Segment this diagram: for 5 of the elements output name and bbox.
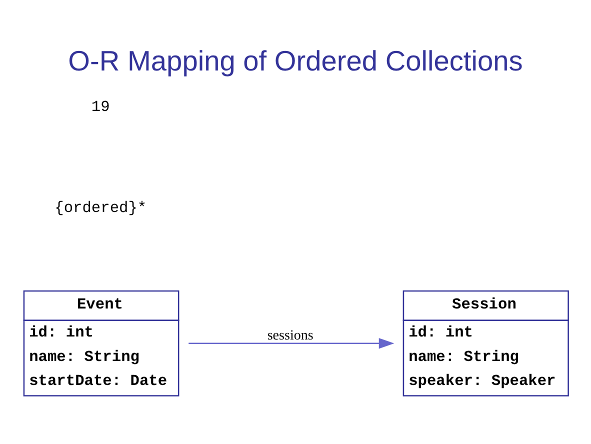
arrow [188, 338, 394, 349]
label: {ordered}* [54, 198, 147, 217]
edge-label: sessions [267, 327, 314, 344]
label: 19 [91, 98, 110, 116]
diagram-title: O-R Mapping of Ordered Collections [68, 46, 523, 77]
